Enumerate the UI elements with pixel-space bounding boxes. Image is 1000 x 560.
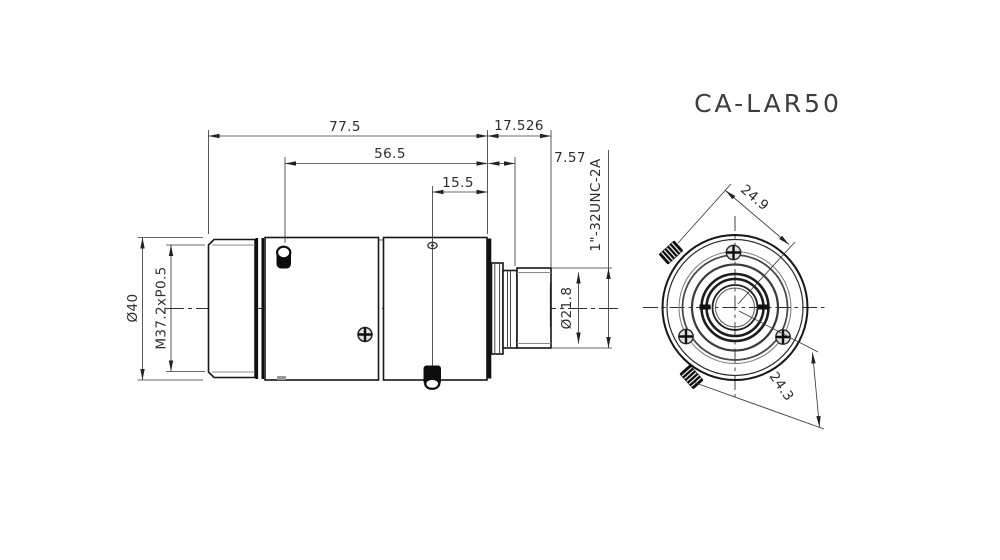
- front-thread-ring: [207, 238, 256, 379]
- knurled-screw-lower: [679, 365, 704, 389]
- front-screw-top: [725, 244, 742, 261]
- zoom-barrel: [382, 236, 488, 381]
- dimension-screw-to-rear: 15.5: [432, 175, 488, 195]
- flange-ring-lines: [494, 263, 501, 354]
- svg-text:Ø21.8: Ø21.8: [559, 287, 575, 330]
- svg-text:56.5: 56.5: [374, 146, 406, 162]
- mount-collar-lines: [507, 270, 511, 348]
- drawing-title: CA-LAR50: [694, 89, 842, 118]
- svg-text:M37.2xP0.5: M37.2xP0.5: [154, 266, 170, 349]
- dimension-rear-step: 7.57: [488, 150, 586, 266]
- mount-edge-extensions: [551, 267, 612, 349]
- thumbscrew-tip: [424, 377, 441, 390]
- flange-ring: [490, 262, 504, 355]
- dimension-flange-focal: 17.526: [487, 118, 552, 267]
- rear-face-band: [486, 238, 492, 379]
- side-screw: [357, 326, 373, 343]
- svg-text:Ø40: Ø40: [125, 293, 141, 322]
- dimension-front-thread: M37.2xP0.5: [154, 244, 205, 372]
- dimension-body-diameter: Ø40: [125, 237, 203, 381]
- retaining-ring-lines: [255, 238, 265, 379]
- dimension-mount-thread: 1"-32UNC-2A: [588, 150, 611, 348]
- knurled-screw-upper: [659, 240, 683, 265]
- svg-text:7.57: 7.57: [554, 150, 586, 166]
- svg-text:1"-32UNC-2A: 1"-32UNC-2A: [588, 158, 604, 252]
- svg-text:24.3: 24.3: [766, 369, 797, 404]
- iris-tab-right: [758, 304, 769, 310]
- front-view: 24.9 24.3: [643, 182, 828, 430]
- svg-text:17.526: 17.526: [494, 118, 544, 134]
- mount-thread-lines: [517, 272, 551, 344]
- front-screw-lower-left: [678, 328, 694, 345]
- dimension-overall-length: 77.5: [208, 119, 488, 234]
- front-thread-lines: [212, 244, 255, 373]
- mount-thread-cylinder: [516, 267, 552, 349]
- svg-text:77.5: 77.5: [329, 119, 361, 135]
- svg-text:24.9: 24.9: [737, 182, 772, 215]
- focus-pin-top: [276, 245, 292, 260]
- svg-text:15.5: 15.5: [442, 175, 474, 191]
- dimension-rear-diameter: Ø21.8: [559, 272, 581, 344]
- bottom-pin-mark: [277, 376, 286, 380]
- front-screw-lower-right: [775, 329, 791, 345]
- dimension-mid-length: 56.5: [284, 146, 488, 243]
- side-view: 77.5 17.526 56.5 7.57 15.5: [125, 118, 618, 390]
- iris-tab-left: [699, 304, 711, 310]
